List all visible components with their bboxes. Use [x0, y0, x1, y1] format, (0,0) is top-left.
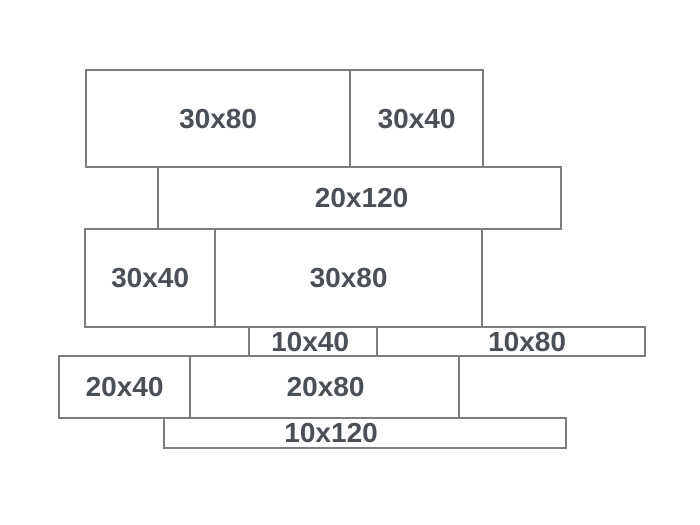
tile-30x40-row3: 30x40 — [84, 228, 216, 328]
tile-label: 20x80 — [286, 371, 365, 402]
tile-label: 30x40 — [377, 102, 456, 134]
tile-label: 30x80 — [179, 102, 257, 134]
tile-20x40-row5: 20x40 — [58, 355, 191, 419]
tile-10x80-row4: 10x80 — [376, 326, 646, 357]
tile-label: 10x80 — [488, 325, 566, 357]
tile-30x80-row3: 30x80 — [214, 228, 483, 328]
tile-30x40-row1: 30x40 — [349, 69, 484, 168]
tile-30x80-row1: 30x80 — [85, 69, 351, 168]
tile-label: 10x40 — [271, 325, 349, 357]
tile-20x120-row2: 20x120 — [157, 166, 562, 230]
tile-label: 20x120 — [314, 182, 409, 213]
tile-label: 30x80 — [309, 262, 388, 293]
tile-10x40-row4: 10x40 — [248, 326, 378, 357]
tile-label: 10x120 — [284, 417, 378, 448]
tile-label: 30x40 — [111, 262, 189, 293]
tile-10x120-row6: 10x120 — [163, 417, 567, 449]
tile-label: 20x40 — [85, 371, 164, 402]
tile-20x80-row5: 20x80 — [189, 355, 460, 419]
